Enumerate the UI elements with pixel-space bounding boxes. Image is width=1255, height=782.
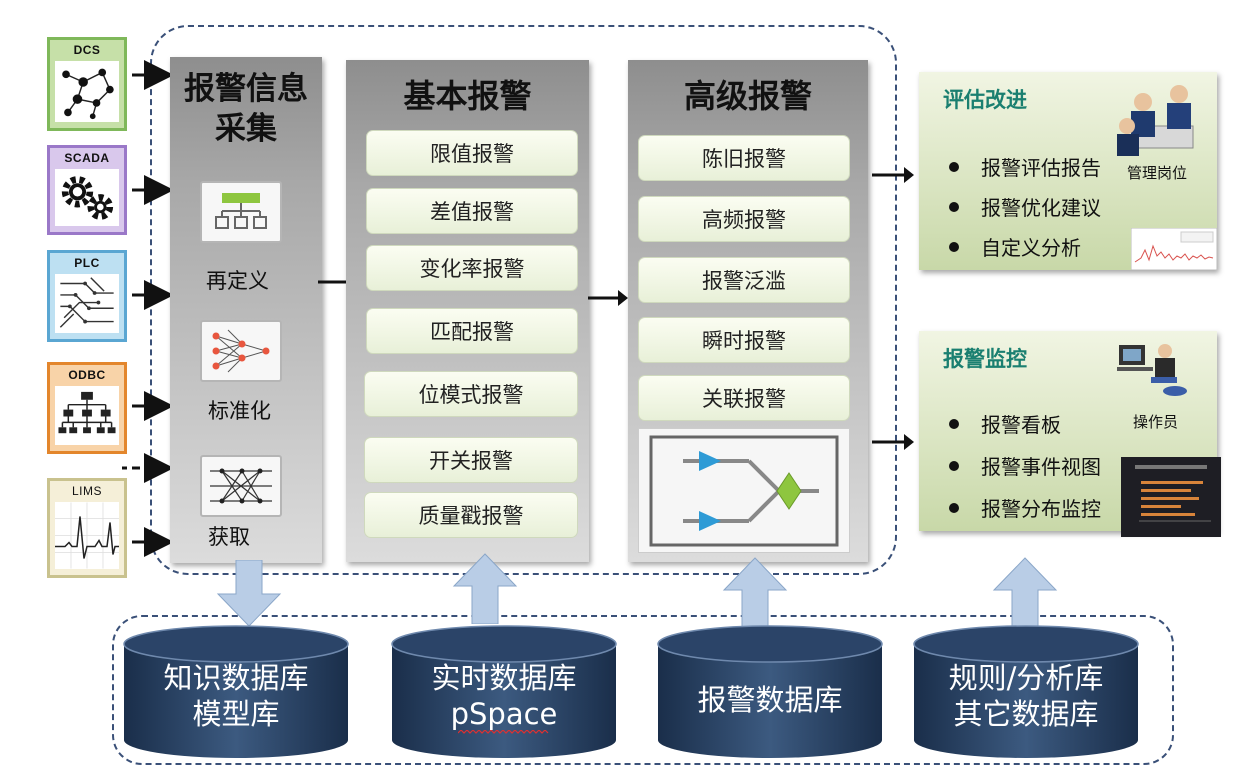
adv-item-transient: 瞬时报警 bbox=[638, 317, 850, 363]
eval-title: 评估改进 bbox=[943, 88, 1027, 112]
arrow-to-eval bbox=[872, 167, 914, 183]
step-redefine: 再定义 bbox=[206, 269, 269, 293]
adv-item-high-frequency: 高频报警 bbox=[638, 196, 850, 242]
step-acquire: 获取 bbox=[208, 525, 250, 549]
source-plc-label: PLC bbox=[74, 256, 100, 270]
db-realtime-line2: pSpace bbox=[450, 697, 558, 731]
adv-item-correlation: 关联报警 bbox=[638, 375, 850, 421]
bullet-dot bbox=[949, 201, 959, 212]
eval-bullet-custom: 自定义分析 bbox=[949, 232, 1081, 261]
ecg-chart-icon bbox=[55, 502, 119, 569]
adv-item-stale: 陈旧报警 bbox=[638, 135, 850, 181]
source-odbc: ODBC bbox=[47, 362, 127, 454]
database-cylinder-icon bbox=[913, 625, 1139, 758]
basic-item-bit-pattern: 位模式报警 bbox=[364, 371, 578, 417]
operator-icon bbox=[1117, 344, 1187, 396]
evaluation-box: 评估改进 管理岗位 报警评估报告 报警优化建议 自定义分析 bbox=[919, 72, 1217, 270]
basic-title: 基本报警 bbox=[403, 77, 532, 115]
monitor-bullet-text: 报警事件视图 bbox=[981, 455, 1101, 479]
source-plc: PLC bbox=[47, 250, 127, 342]
source-dcs: DCS bbox=[47, 37, 127, 131]
basic-item-rate-of-change: 变化率报警 bbox=[366, 245, 578, 291]
bullet-dot bbox=[949, 418, 959, 429]
collect-title-line2: 采集 bbox=[215, 111, 277, 147]
eval-bullet-suggestion: 报警优化建议 bbox=[949, 192, 1101, 221]
adv-item-flood: 报警泛滥 bbox=[638, 257, 850, 303]
circuit-board-icon bbox=[55, 274, 119, 333]
dashboard-thumbnail bbox=[1121, 457, 1221, 537]
db-rules-line2: 其它数据库 bbox=[953, 697, 1099, 731]
basic-alarm-panel: 基本报警 限值报警 差值报警 变化率报警 匹配报警 位模式报警 开关报警 质量戳… bbox=[346, 60, 589, 562]
basic-item-switch: 开关报警 bbox=[364, 437, 578, 483]
database-cylinder-icon bbox=[657, 625, 883, 758]
arrow-up-db-to-advanced bbox=[722, 557, 788, 628]
monitor-bullet-distribution: 报警分布监控 bbox=[949, 493, 1101, 522]
network-nodes-icon bbox=[55, 61, 119, 122]
collect-title-line1: 报警信息 bbox=[184, 71, 308, 107]
eval-bullet-text: 报警优化建议 bbox=[981, 196, 1101, 220]
db-knowledge: 知识数据库 模型库 bbox=[120, 622, 352, 762]
database-cylinder-icon bbox=[391, 625, 617, 758]
db-rules-line1: 规则/分析库 bbox=[948, 661, 1104, 695]
step-standardize: 标准化 bbox=[208, 399, 271, 423]
db-alarm: 报警数据库 bbox=[654, 622, 886, 762]
neural-network-icon bbox=[200, 320, 282, 382]
database-layer-frame bbox=[112, 615, 1174, 765]
source-lims-label: LIMS bbox=[71, 484, 102, 498]
bullet-dot bbox=[949, 241, 959, 252]
trend-chart-thumbnail bbox=[1131, 228, 1217, 270]
db-alarm-line1: 报警数据库 bbox=[697, 683, 843, 717]
source-dcs-label: DCS bbox=[73, 43, 101, 57]
db-rules: 规则/分析库 其它数据库 bbox=[910, 622, 1142, 762]
logic-gate-icon bbox=[649, 435, 839, 547]
source-lims: LIMS bbox=[47, 478, 127, 578]
arrow-basic-to-advanced bbox=[588, 290, 628, 306]
source-arrows bbox=[122, 60, 174, 557]
monitor-bullet-board: 报警看板 bbox=[949, 409, 1061, 438]
basic-item-difference: 差值报警 bbox=[366, 188, 578, 234]
source-odbc-label: ODBC bbox=[68, 368, 106, 382]
collect-title: 报警信息 采集 bbox=[170, 69, 322, 149]
bullet-dot bbox=[949, 161, 959, 172]
arrow-up-db-to-basic bbox=[452, 553, 518, 624]
basic-item-limit: 限值报警 bbox=[366, 130, 578, 176]
db-realtime-line1: 实时数据库 bbox=[431, 661, 577, 695]
monitor-role: 操作员 bbox=[1133, 413, 1179, 431]
spellcheck-underline bbox=[458, 730, 549, 734]
eval-role: 管理岗位 bbox=[1127, 164, 1188, 182]
hierarchy-icon bbox=[200, 181, 282, 243]
monitoring-box: 报警监控 操作员 报警看板 报警事件视图 报警分布监控 bbox=[919, 331, 1221, 537]
eval-bullet-report: 报警评估报告 bbox=[949, 152, 1101, 181]
db-realtime: 实时数据库 pSpace bbox=[388, 622, 620, 762]
bullet-dot bbox=[949, 502, 959, 513]
advanced-title: 高级报警 bbox=[683, 77, 812, 115]
arrow-to-monitor bbox=[872, 434, 914, 450]
arrow-up-db-to-monitor bbox=[992, 557, 1058, 628]
monitor-bullet-event-view: 报警事件视图 bbox=[949, 451, 1101, 480]
source-scada-label: SCADA bbox=[64, 151, 110, 165]
collect-panel: 报警信息 采集 再定义 标准化 bbox=[170, 57, 322, 563]
database-cylinder-icon bbox=[123, 625, 349, 758]
db-knowledge-line2: 模型库 bbox=[192, 697, 280, 731]
basic-item-match: 匹配报警 bbox=[366, 308, 578, 354]
db-knowledge-line1: 知识数据库 bbox=[163, 661, 309, 695]
source-scada: SCADA bbox=[47, 145, 127, 235]
advanced-alarm-panel: 高级报警 陈旧报警 高频报警 报警泛滥 瞬时报警 关联报警 bbox=[628, 60, 868, 562]
monitor-bullet-text: 报警看板 bbox=[981, 413, 1061, 437]
monitor-bullet-text: 报警分布监控 bbox=[981, 497, 1101, 521]
eval-bullet-text: 自定义分析 bbox=[981, 236, 1081, 260]
basic-item-quality-stamp: 质量戳报警 bbox=[364, 492, 578, 538]
eval-bullet-text: 报警评估报告 bbox=[981, 156, 1101, 180]
logic-gate-diagram bbox=[638, 428, 850, 553]
arrow-down-collect-to-db bbox=[216, 560, 282, 627]
mesh-network-icon bbox=[200, 455, 282, 517]
monitor-title: 报警监控 bbox=[943, 347, 1027, 371]
managers-icon bbox=[1117, 85, 1194, 156]
bullet-dot bbox=[949, 460, 959, 471]
org-chart-icon bbox=[55, 386, 119, 445]
gears-icon bbox=[55, 169, 119, 226]
